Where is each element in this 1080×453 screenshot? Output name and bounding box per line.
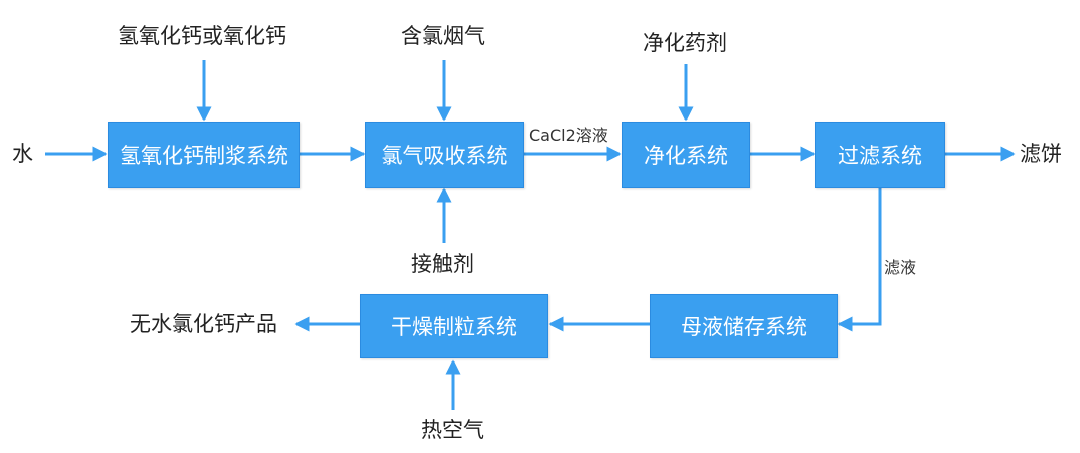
label-flue-gas: 含氯烟气 (401, 24, 485, 48)
label-product: 无水氯化钙产品 (130, 312, 277, 336)
label-filtrate: 滤液 (884, 258, 917, 277)
label-catalyst: 接触剂 (411, 252, 474, 276)
box-mother-liquor-system: 母液储存系统 (650, 294, 838, 358)
arrow-filtration-to-motherliquor (837, 188, 882, 332)
label-cacl2-solution: CaCl2溶液 (529, 126, 608, 145)
box-purification-system: 净化系统 (622, 122, 750, 188)
box-slurry-system: 氢氧化钙制浆系统 (108, 122, 300, 188)
label-water: 水 (12, 142, 33, 166)
box-absorption-system: 氯气吸收系统 (365, 122, 524, 188)
label-hot-air: 热空气 (421, 418, 484, 442)
label-purifying-agent: 净化药剂 (643, 31, 727, 55)
label-lime-input: 氢氧化钙或氧化钙 (118, 24, 286, 48)
box-drying-system: 干燥制粒系统 (360, 294, 548, 358)
label-filter-cake: 滤饼 (1020, 142, 1062, 166)
box-filtration-system: 过滤系统 (815, 122, 945, 188)
